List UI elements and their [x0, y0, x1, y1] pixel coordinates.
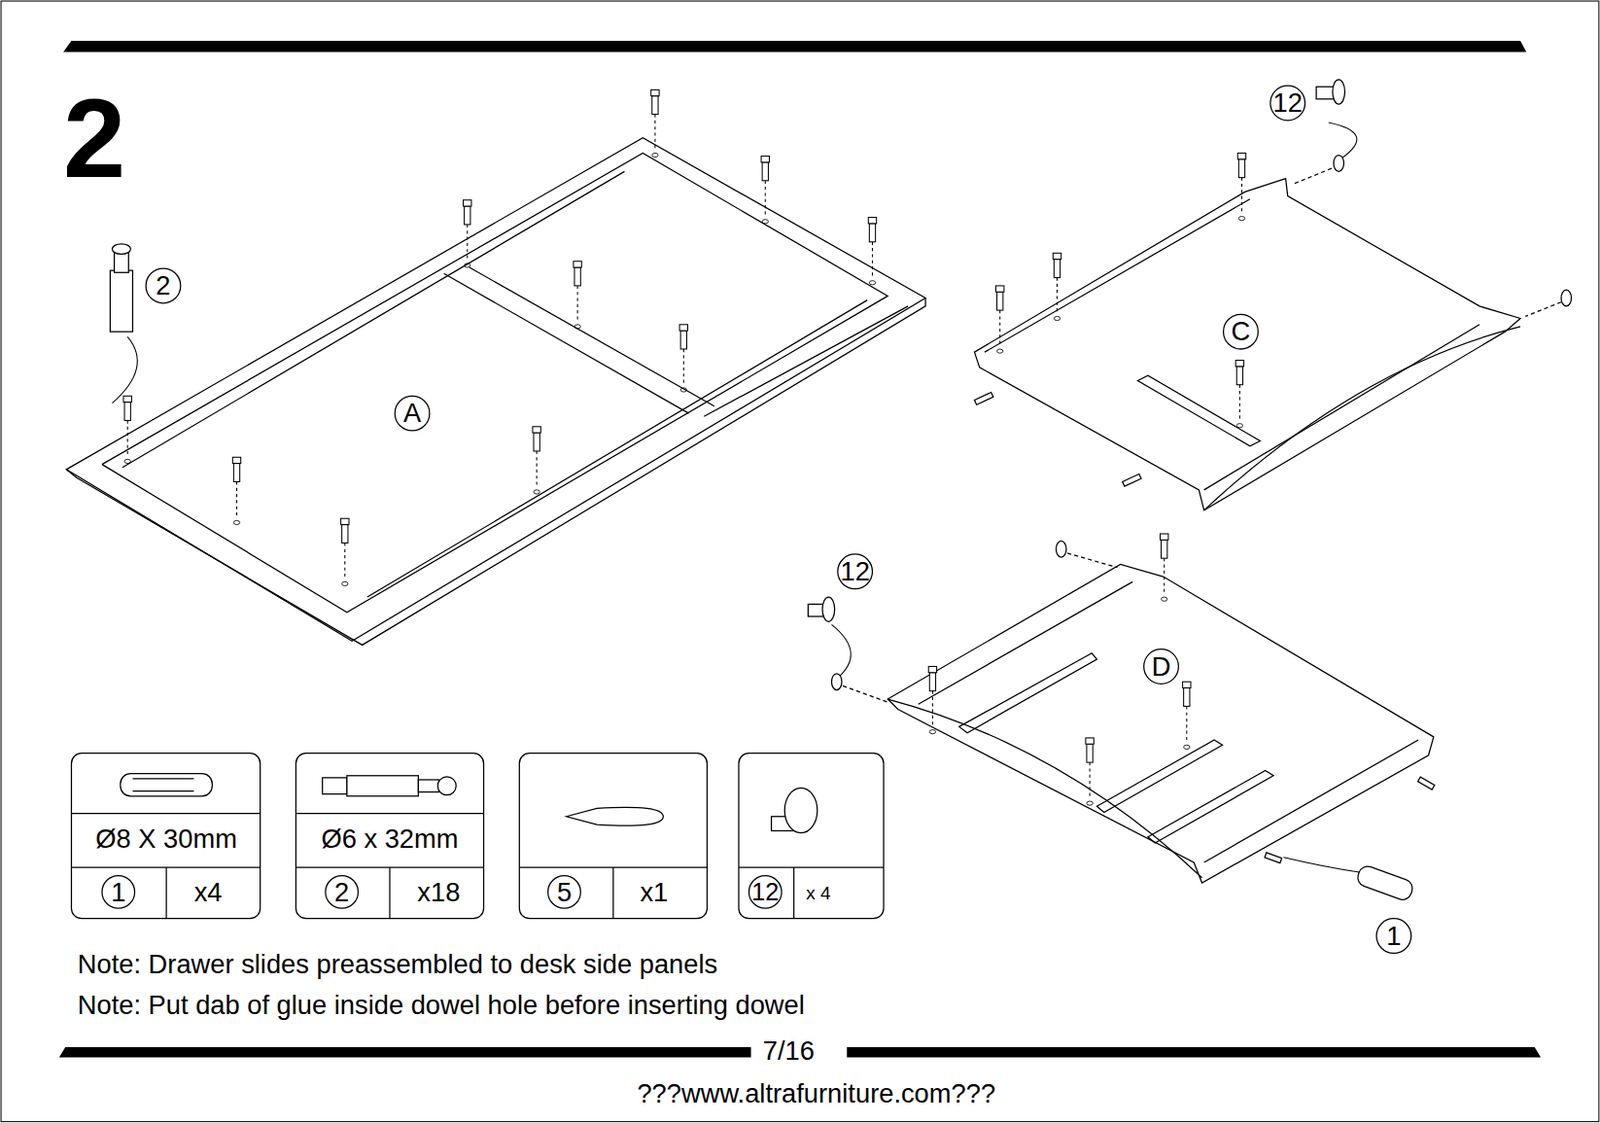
table-cell: x 4 [805, 883, 831, 905]
step-number: 2 [63, 75, 126, 200]
callout-number: 12 [1273, 88, 1303, 118]
website: ???www.altrafurniture.com??? [636, 1078, 996, 1109]
table-cell: x18 [417, 876, 460, 906]
callout-number: A [403, 398, 421, 428]
callout-number: 12 [751, 878, 779, 906]
note-text: Note: Put dab of glue inside dowel hole … [77, 990, 805, 1020]
note-text: Note: Drawer slides preassembled to desk… [77, 949, 718, 979]
callout-number: 2 [155, 271, 171, 301]
table-cell: x1 [639, 876, 668, 906]
table-cell: Ø8 X 30mm [95, 824, 238, 854]
callout-number: 2 [334, 876, 349, 906]
page-number: 7/16 [763, 1036, 815, 1066]
table-cell: x4 [194, 876, 223, 906]
table-cell: Ø6 x 32mm [320, 824, 458, 854]
callout-number: 5 [556, 876, 572, 906]
callout-number: 12 [839, 556, 870, 587]
callout-number: 1 [1386, 921, 1401, 951]
callout-number: D [1151, 651, 1172, 681]
callout-number: C [1231, 316, 1252, 347]
callout-number: 1 [110, 876, 126, 906]
